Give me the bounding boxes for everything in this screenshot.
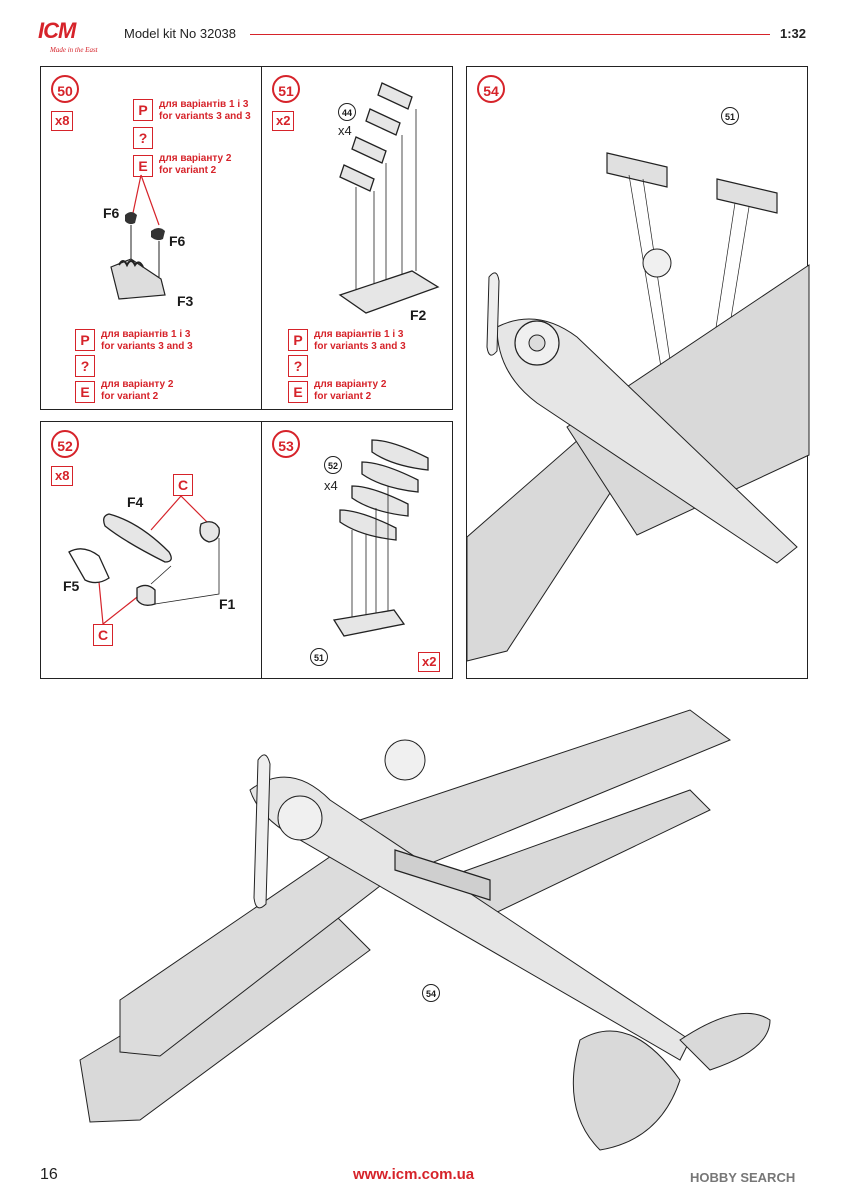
note-ua: для варіантів 1 і 3 — [101, 329, 191, 340]
bottom-variant-q-label: ? — [75, 355, 95, 377]
part-label-f5: F5 — [63, 578, 80, 594]
quantity-label: x4 — [338, 123, 352, 138]
step-50-panel: 50 x8 P для варіантів 1 і 3 for variants… — [40, 66, 262, 410]
step-number: 52 — [51, 430, 79, 458]
ref-step-44: 44 — [338, 103, 356, 121]
note-ua: для варіантів 1 і 3 — [159, 99, 249, 110]
part-label-f2: F2 — [410, 307, 427, 323]
sprue-c-label-bottom: C — [93, 624, 113, 646]
note-en: for variant 2 — [159, 165, 217, 176]
note-en: for variants 3 and 3 — [101, 341, 193, 352]
watermark-text: HOBBY SEARCH — [690, 1170, 796, 1185]
variant-e-note: для варіанту 2 for variant 2 — [159, 153, 231, 177]
variant-e-label: E — [288, 381, 308, 403]
step-54-drawing — [466, 152, 810, 662]
ref-step-51: 51 — [310, 648, 328, 666]
variant-p-note: для варіантів 1 і 3 for variants 3 and 3 — [159, 99, 251, 123]
icm-logo: ICM Made in the East — [32, 16, 116, 60]
multiplier-badge: x8 — [51, 466, 74, 486]
variant-p-note: для варіантів 1 і 3 for variants 3 and 3 — [314, 329, 406, 353]
variant-q-label: ? — [288, 355, 308, 377]
bottom-variant-e-note: для варіанту 2 for variant 2 — [101, 379, 173, 403]
step-54-panel: 54 51 — [466, 66, 810, 679]
note-ua: для варіанту 2 — [101, 379, 174, 390]
step-number: 54 — [477, 75, 505, 103]
bottom-variant-p-note: для варіантів 1 і 3 for variants 3 and 3 — [101, 329, 193, 353]
main-view-ref-54: 54 — [422, 984, 440, 1002]
note-ua: для варіанту 2 — [159, 153, 232, 164]
note-ua: для варіантів 1 і 3 — [314, 329, 404, 340]
note-ua: для варіанту 2 — [314, 379, 387, 390]
note-en: for variants 3 and 3 — [159, 111, 251, 122]
footer-url: www.icm.com.ua — [353, 1166, 475, 1183]
multiplier-badge: x2 — [418, 652, 441, 672]
watermark: HOBBY SEARCH — [690, 1170, 795, 1185]
part-label-f4: F4 — [127, 494, 144, 510]
step-52-drawing — [68, 495, 220, 625]
step-50-drawing — [110, 174, 166, 300]
variant-e-label: E — [133, 155, 153, 177]
variant-p-label: P — [133, 99, 153, 121]
step-51-drawing — [338, 82, 440, 314]
bottom-variant-p-label: P — [75, 329, 95, 351]
header-divider — [250, 34, 770, 35]
step-number: 51 — [272, 75, 300, 103]
multiplier-badge: x2 — [272, 111, 295, 131]
note-en: for variant 2 — [314, 391, 372, 402]
quantity-label: x4 — [324, 478, 338, 493]
step-number: 53 — [272, 430, 300, 458]
step-51-panel: 51 x2 44 x4 F2 P для варіантів 1 і 3 for… — [261, 66, 453, 410]
part-label-f3: F3 — [177, 293, 194, 309]
kit-label: Model kit No 32038 — [124, 26, 237, 41]
bottom-variant-e-label: E — [75, 381, 95, 403]
logo-tagline: Made in the East — [50, 46, 98, 54]
step-number: 50 — [51, 75, 79, 103]
variant-p-label: P — [288, 329, 308, 351]
logo-text: ICM — [38, 18, 76, 43]
note-en: for variant 2 — [101, 391, 159, 402]
scale-label: 1:32 — [780, 26, 807, 41]
variant-e-note: для варіанту 2 for variant 2 — [314, 379, 386, 403]
variant-q-label: ? — [133, 127, 153, 149]
sprue-c-label-top: C — [173, 474, 193, 496]
ref-step-52: 52 — [324, 456, 342, 474]
multiplier-badge: x8 — [51, 111, 74, 131]
ref-step-51: 51 — [721, 107, 739, 125]
part-label-f6-left: F6 — [103, 205, 120, 221]
step-53-drawing — [332, 439, 429, 637]
part-label-f6-right: F6 — [169, 233, 186, 249]
step-53-panel: 53 52 x4 51 x2 — [261, 421, 453, 679]
note-en: for variants 3 and 3 — [314, 341, 406, 352]
page-number: 16 — [40, 1166, 58, 1183]
part-label-f1: F1 — [219, 596, 236, 612]
